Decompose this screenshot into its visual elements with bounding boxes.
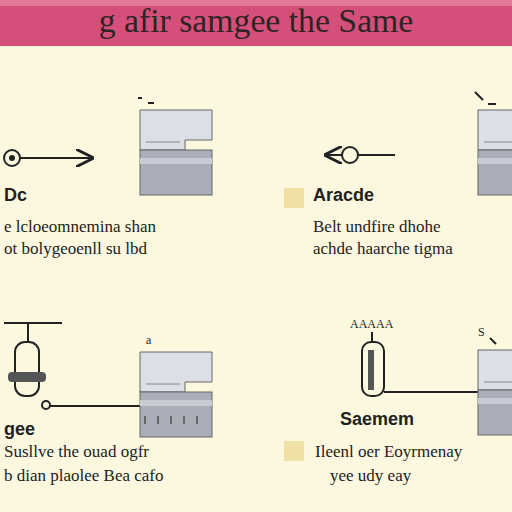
legend-swatch <box>284 188 304 208</box>
panel-top-right <box>326 92 512 195</box>
legend-text: Aracde <box>313 186 374 206</box>
body-text: Belt undfire dhohe <box>313 218 440 237</box>
body-text: Susllve the ouad ogfr <box>4 443 149 462</box>
legend-swatch <box>284 441 304 461</box>
body-text: achde haarche tigma <box>313 240 453 259</box>
panel-heading: Dc <box>4 186 27 206</box>
title: g afir samgee the Same <box>0 2 512 39</box>
part-label: S <box>478 326 485 339</box>
legend-text: Saemem <box>340 410 414 430</box>
part-label: AAAAA <box>350 318 393 331</box>
panel-top-left <box>4 98 212 195</box>
panel-heading: gee <box>4 420 35 440</box>
header-band <box>0 0 512 46</box>
part-label: a <box>146 334 151 347</box>
body-text: Ileenl oer Eoyrmenay <box>315 443 462 462</box>
body-text: ot bolygeoenll su lbd <box>4 240 147 259</box>
body-text: b dian plaolee Bea cafo <box>4 467 164 486</box>
body-text: e lcloeomnemina shan <box>4 218 156 237</box>
body-text: yee udy eay <box>330 467 411 486</box>
panel-bottom-left <box>4 323 212 437</box>
